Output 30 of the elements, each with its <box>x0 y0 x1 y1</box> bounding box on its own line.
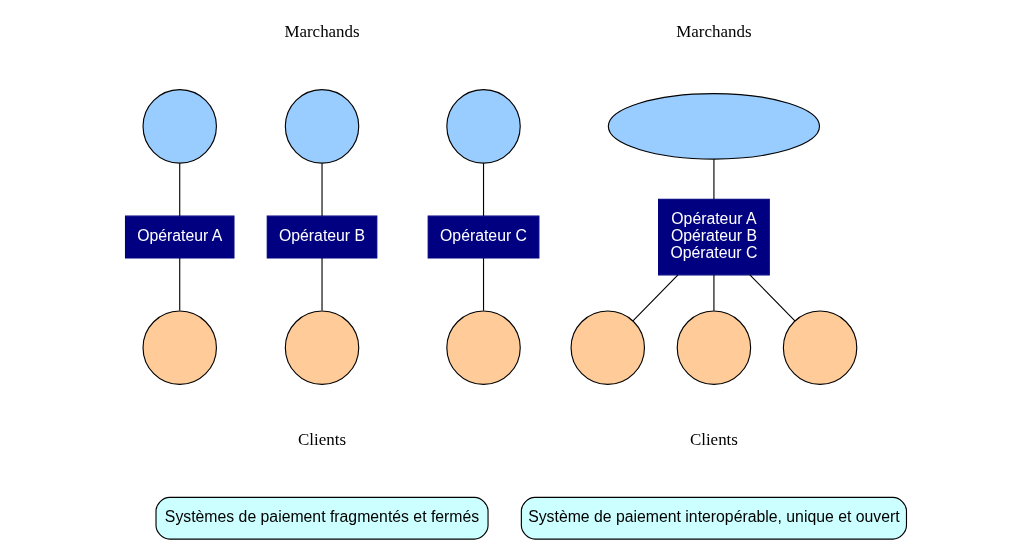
label: Marchands <box>676 22 752 42</box>
label: Clients <box>298 429 347 449</box>
connector <box>713 274 715 312</box>
node-ellipse <box>607 93 821 160</box>
connector <box>179 257 181 312</box>
connector <box>482 162 485 217</box>
connector <box>632 274 679 322</box>
node-box: Opérateur A Opérateur B Opérateur C <box>658 198 770 276</box>
label: Clients <box>689 429 738 449</box>
connector <box>482 257 485 312</box>
node-circle <box>284 310 360 385</box>
node-box: Opérateur B <box>266 215 378 259</box>
node-circle <box>142 310 217 385</box>
node-box: Opérateur A <box>124 215 235 259</box>
node-circle <box>676 310 752 385</box>
connector <box>713 158 715 200</box>
node-circle <box>782 310 858 385</box>
node-box: Opérateur C <box>427 215 540 259</box>
node-circle <box>142 89 217 164</box>
connector <box>749 274 796 322</box>
connector <box>321 162 323 217</box>
connector <box>179 162 181 217</box>
label: Marchands <box>284 22 360 42</box>
node-circle <box>446 310 521 385</box>
node-circle <box>570 310 646 385</box>
node-box: Système de paiement interopérable, unique et ouvert <box>520 496 908 540</box>
connector <box>321 257 323 312</box>
node-circle <box>446 89 521 164</box>
node-circle <box>284 89 360 164</box>
node-box: Systèmes de paiement fragmentés et fermés <box>155 496 489 540</box>
